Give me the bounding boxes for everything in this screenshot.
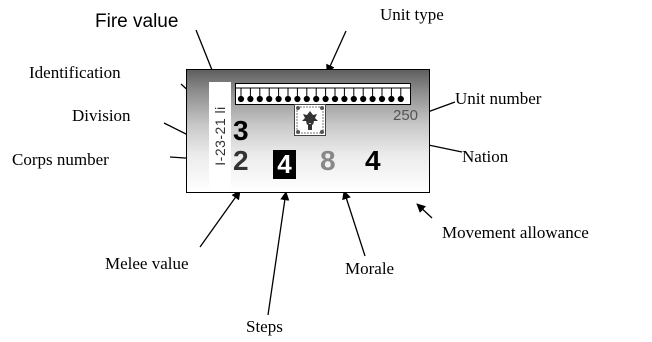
movement-allowance-value: 4 — [365, 145, 381, 176]
label-nation: Nation — [462, 147, 509, 166]
unit-counter: I-23-21 li 250 3 2 4 8 4 — [186, 69, 430, 193]
label-identification: Identification — [29, 63, 121, 82]
arrow-morale — [342, 190, 366, 257]
arrow-steps — [267, 191, 290, 316]
arrow-melee-value — [199, 190, 241, 248]
label-movement-allowance: Movement allowance — [442, 223, 589, 242]
melee-value: 2 — [233, 145, 249, 176]
label-morale: Morale — [345, 259, 395, 278]
morale-value: 8 — [320, 145, 336, 176]
eagle-crest-icon — [294, 104, 326, 136]
infantry-column-icon — [235, 83, 411, 105]
fire-value: 3 — [233, 115, 249, 146]
label-steps: Steps — [246, 317, 283, 336]
label-fire-value: Fire value — [95, 11, 179, 32]
unit-number: 250 — [393, 107, 419, 124]
arrow-movement — [416, 203, 433, 219]
label-unit-type: Unit type — [380, 5, 444, 24]
label-corps-number: Corps number — [12, 150, 109, 169]
label-melee-value: Melee value — [105, 254, 189, 273]
label-division: Division — [72, 106, 131, 125]
steps-value: 4 — [277, 149, 292, 179]
label-unit-number: Unit number — [455, 89, 542, 108]
arrow-unit-type — [326, 30, 347, 74]
identification-text: I-23-21 li — [212, 106, 228, 166]
identification-strip — [209, 82, 231, 190]
steps-box — [273, 150, 296, 179]
